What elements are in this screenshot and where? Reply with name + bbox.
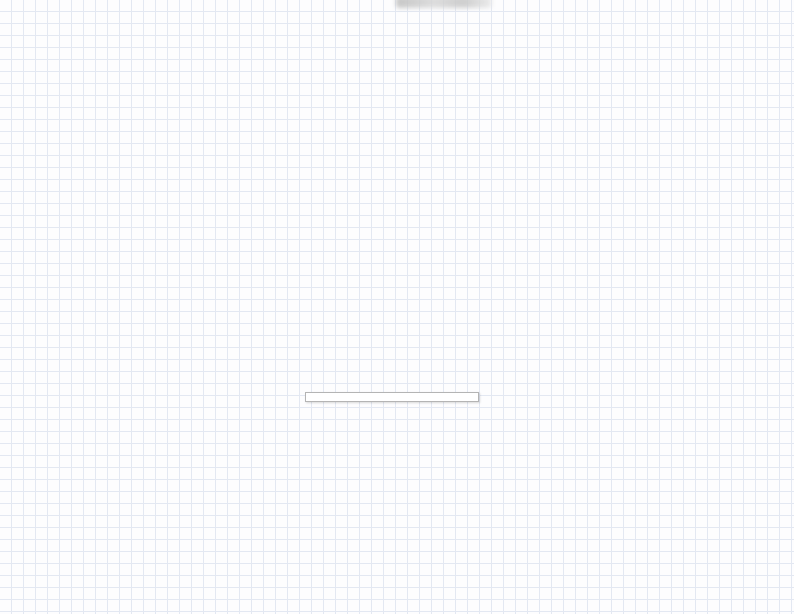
tooltip-part-name <box>313 396 471 397</box>
socket-tooltip <box>305 392 479 402</box>
blurred-artifact <box>396 0 492 8</box>
